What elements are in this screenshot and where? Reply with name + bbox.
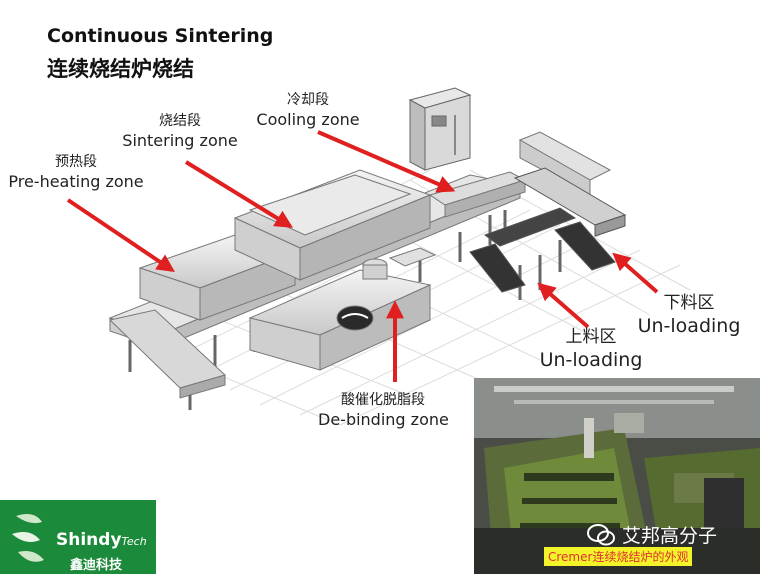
label-unloading-area: 下料区 Un-loading [637, 293, 741, 337]
arrow-unloading [612, 252, 659, 294]
preheating-section [138, 234, 297, 321]
arrow-cooling [317, 130, 456, 193]
watermark-text: 艾邦高分子 [622, 525, 718, 547]
company-logo: ShindyTech 鑫迪科技 [0, 500, 156, 574]
arrow-loading [537, 282, 590, 329]
loading-conveyor [108, 309, 226, 410]
cooling-section [428, 171, 527, 218]
logo-mark-icon [12, 514, 44, 562]
label-preheating-zone: 预热段 Pre-heating zone [8, 154, 144, 191]
page-title: Continuous Sintering [47, 25, 274, 47]
wechat-watermark: 艾邦高分子 [586, 521, 717, 548]
arrow-preheating [66, 198, 175, 273]
label-sintering-zone: 烧结段 Sintering zone [122, 113, 238, 150]
arrow-sintering [184, 160, 294, 228]
label-loading-area: 上料区 Un-loading [539, 327, 643, 371]
page-title-chinese: 连续烧结炉烧结 [47, 57, 194, 81]
label-debinding-zone: 酸催化脱脂段 De-binding zone [318, 392, 449, 429]
furnace-photo [474, 378, 760, 574]
control-cabinet [408, 87, 472, 171]
zone-arrows [66, 130, 659, 382]
logo-chinese-name: 鑫迪科技 [70, 558, 123, 573]
logo-brand: ShindyTech [56, 530, 147, 550]
furnace-photo-image [474, 378, 760, 574]
label-cooling-zone: 冷却段 Cooling zone [256, 92, 360, 129]
wechat-icon [587, 523, 615, 545]
photo-caption: Cremer连续烧结炉的外观 [544, 547, 693, 566]
